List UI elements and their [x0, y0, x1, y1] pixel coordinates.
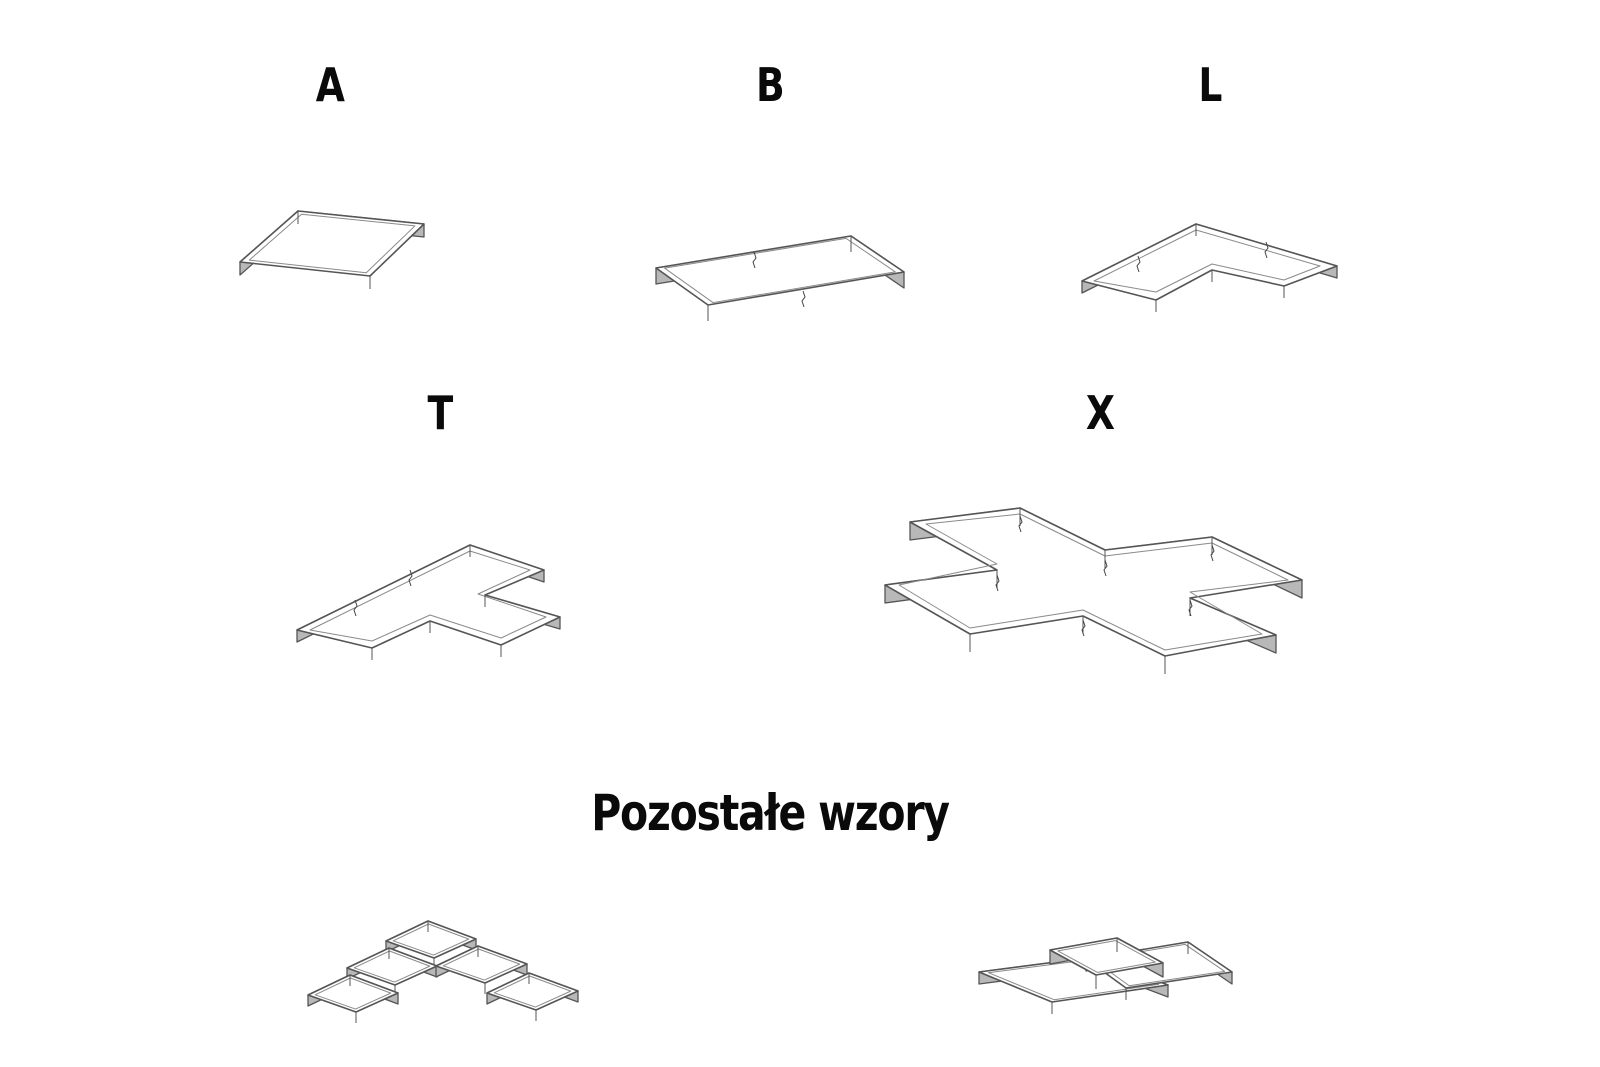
bed-b [655, 235, 905, 321]
bed-joint [1188, 599, 1193, 617]
bed-pattern-1-part-4 [307, 974, 399, 1023]
bed-inner-rim [309, 550, 547, 642]
bed-top-rim [884, 507, 1303, 657]
bed-joint [1081, 619, 1086, 637]
bed-joint [408, 569, 413, 587]
label-b: B [756, 58, 785, 112]
bed-joint [1018, 515, 1023, 533]
bed-top-rim [296, 544, 561, 649]
bed-joint [1264, 241, 1269, 259]
bed-joint [995, 574, 1000, 592]
bed-inner-rim [1092, 943, 1226, 987]
bed-t [296, 544, 561, 660]
bed-top-rim [655, 235, 905, 306]
label-a: A [315, 58, 345, 112]
bed-inner-rim [493, 975, 572, 1008]
bed-joint [353, 599, 358, 617]
bed-inner-rim [442, 948, 521, 981]
bed-a [239, 210, 425, 289]
bed-l [1081, 223, 1338, 312]
bed-inner-rim [248, 213, 416, 274]
bed-inner-rim [314, 977, 392, 1010]
bed-joint [1210, 544, 1215, 562]
bed-top-rim [486, 972, 579, 1011]
bed-joint [1103, 559, 1108, 577]
bed-joint [752, 251, 757, 269]
bed-inner-rim [392, 923, 470, 956]
label-x: X [1085, 386, 1115, 440]
bed-joint [1136, 255, 1141, 273]
bed-inner-rim [664, 237, 896, 304]
bed-pattern-1-part-5 [486, 972, 579, 1021]
bed-joint [801, 290, 806, 308]
bed-x [884, 507, 1303, 674]
bed-pattern-1-part-3 [435, 945, 528, 994]
section-title: Pozostałe wzory [591, 784, 950, 842]
bed-inner-rim [353, 950, 431, 983]
bed-top-rim [1081, 223, 1338, 301]
label-t: T [427, 386, 454, 440]
label-l: L [1198, 58, 1222, 112]
bed-inner-rim [1057, 940, 1156, 973]
bed-pattern-1-part-2 [346, 947, 438, 996]
bed-pattern-2-top [1049, 937, 1164, 989]
bed-inner-rim [987, 958, 1160, 1001]
